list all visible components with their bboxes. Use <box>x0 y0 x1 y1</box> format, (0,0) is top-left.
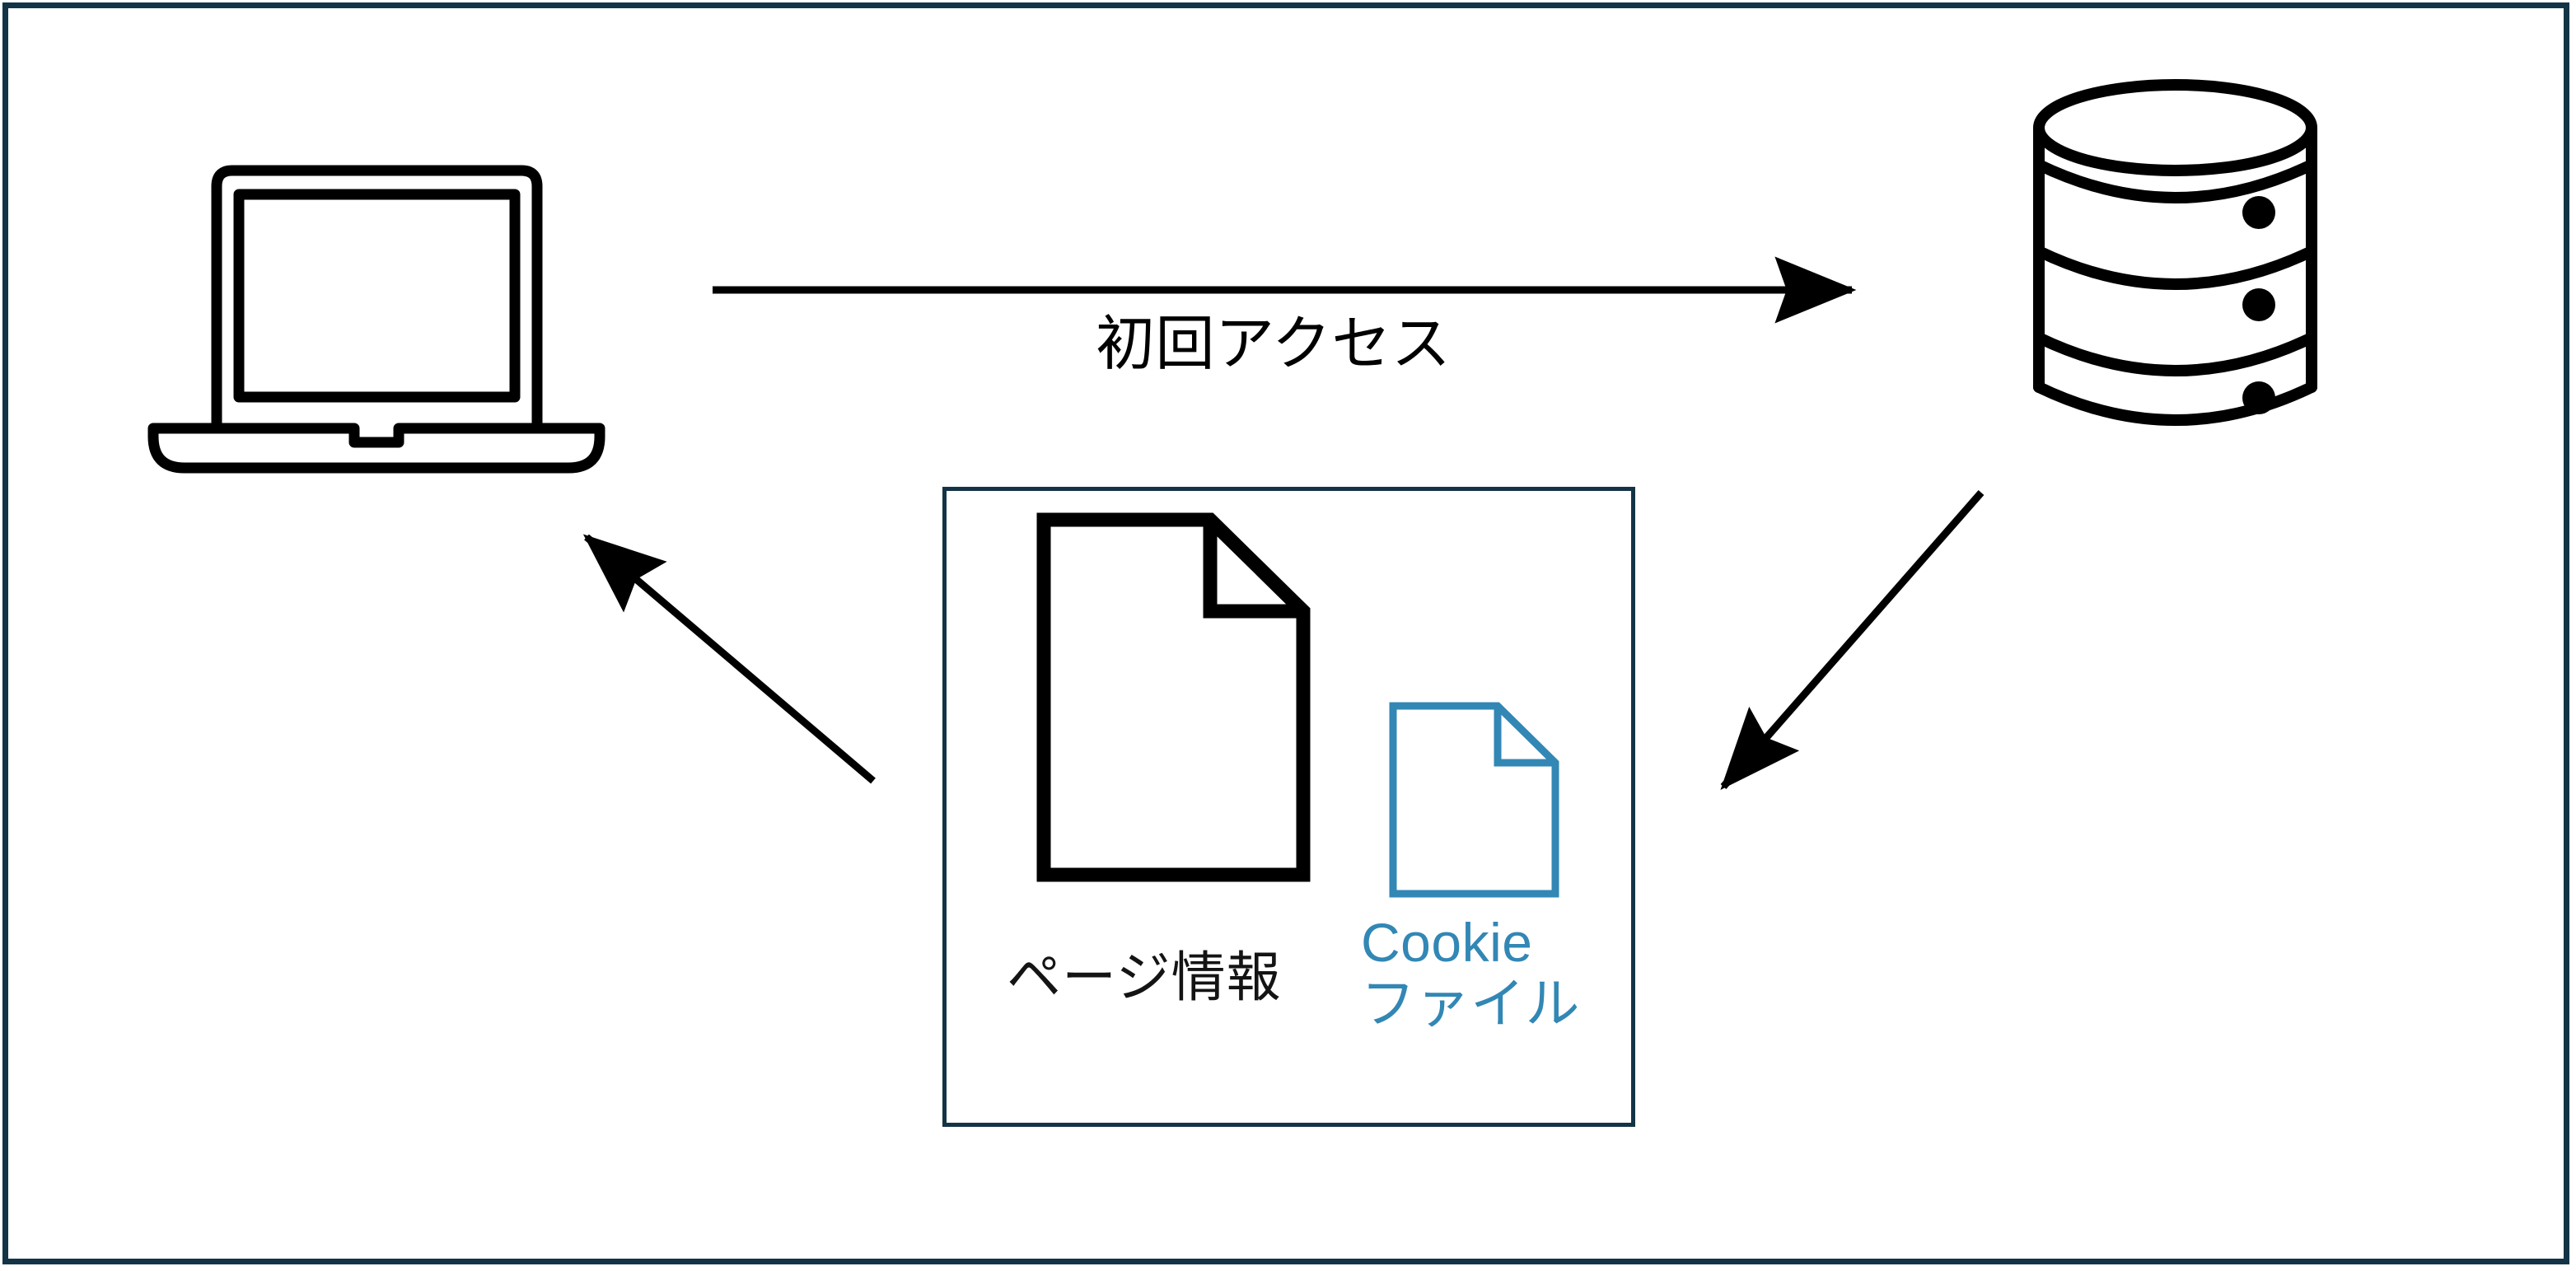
request-arrow-label: 初回アクセス <box>1096 311 1452 377</box>
page-info-label: ページ情報 <box>1007 946 1282 1007</box>
cookie-file-label: Cookie ファイル <box>1361 912 1580 1035</box>
cookie-group-box <box>942 487 1635 1127</box>
cookie-file-label-line1: Cookie <box>1361 912 1533 973</box>
cookie-file-label-line2: ファイル <box>1361 972 1580 1034</box>
